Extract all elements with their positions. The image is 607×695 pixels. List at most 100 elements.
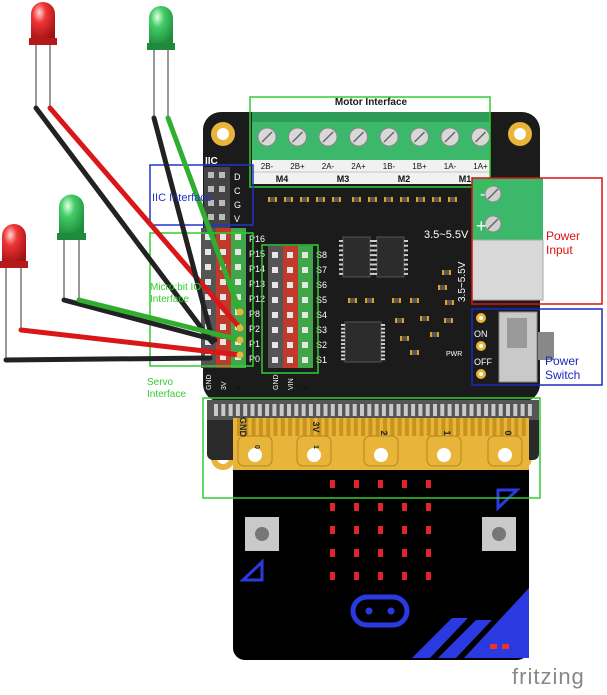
matrix-led bbox=[426, 549, 431, 557]
matrix-led bbox=[330, 549, 335, 557]
motor-interface-box bbox=[249, 96, 491, 188]
io-pin-label: P1 bbox=[249, 339, 260, 349]
io-pin-label: P14 bbox=[249, 264, 265, 274]
servo-header-bottom-label: VIN bbox=[288, 378, 295, 390]
matrix-led bbox=[402, 503, 407, 511]
io-pin bbox=[235, 264, 241, 270]
servo-header-bottom-label: S bbox=[303, 385, 310, 390]
iic-pin bbox=[219, 200, 225, 206]
voltage-label: 3.5~5.5V bbox=[424, 229, 469, 241]
servo-interface-box bbox=[261, 244, 319, 374]
io-pin-label: P0 bbox=[249, 354, 260, 364]
iic-pin bbox=[219, 172, 225, 178]
microbit-button-b[interactable] bbox=[482, 517, 516, 551]
edge-label: 1 bbox=[312, 445, 319, 449]
io-pin bbox=[205, 309, 211, 315]
matrix-led bbox=[426, 480, 431, 488]
servo-pin bbox=[302, 327, 308, 333]
motor-terminal-label: 2A+ bbox=[351, 162, 366, 171]
matrix-led bbox=[426, 526, 431, 534]
matrix-led bbox=[330, 480, 335, 488]
switch-off-label: OFF bbox=[474, 357, 492, 367]
iic-interface-label: IIC Interface bbox=[152, 192, 212, 204]
io-pin bbox=[220, 339, 226, 345]
matrix-led bbox=[402, 480, 407, 488]
io-pin bbox=[220, 324, 226, 330]
motor-group-label: M2 bbox=[398, 174, 411, 184]
servo-pin-label: S3 bbox=[316, 325, 327, 335]
servo-pin-label: S4 bbox=[316, 310, 327, 320]
edge-label: 2 bbox=[379, 430, 389, 435]
io-pin bbox=[205, 339, 211, 345]
matrix-led bbox=[402, 549, 407, 557]
edge-label: 0 bbox=[503, 430, 513, 435]
matrix-led bbox=[426, 572, 431, 580]
motor-terminal-label: 1B- bbox=[383, 162, 396, 171]
power-minus-label: - bbox=[480, 186, 485, 203]
io-pin bbox=[220, 279, 226, 285]
iic-pin bbox=[208, 200, 214, 206]
io-header-bottom-label: P bbox=[236, 385, 243, 390]
pwr-label: PWR bbox=[446, 351, 462, 358]
matrix-led bbox=[402, 526, 407, 534]
iic-pin bbox=[219, 214, 225, 220]
servo-pin-label: S8 bbox=[316, 250, 327, 260]
servo-pin bbox=[272, 282, 278, 288]
servo-pin bbox=[302, 297, 308, 303]
power-switch-box bbox=[471, 308, 603, 386]
iic-pin bbox=[208, 172, 214, 178]
iic-interface-box bbox=[149, 164, 254, 226]
matrix-led bbox=[378, 526, 383, 534]
edge-label: GND bbox=[238, 417, 248, 438]
microbit-corner-stripes bbox=[412, 588, 529, 658]
matrix-led bbox=[378, 503, 383, 511]
servo-pin bbox=[287, 297, 293, 303]
power-plus-label: + bbox=[476, 216, 487, 236]
motor-terminal-label: 2B+ bbox=[290, 162, 305, 171]
servo-header-signal bbox=[298, 246, 313, 368]
io-pin-label: P2 bbox=[249, 324, 260, 334]
triangle-a-icon bbox=[239, 558, 264, 582]
iic-pin bbox=[219, 186, 225, 192]
matrix-led bbox=[330, 503, 335, 511]
matrix-led bbox=[354, 549, 359, 557]
power-switch[interactable] bbox=[476, 311, 554, 383]
io-pin bbox=[205, 249, 211, 255]
motor-group-label: M1 bbox=[459, 174, 472, 184]
io-pin bbox=[235, 294, 241, 300]
power-input-terminal bbox=[471, 178, 544, 301]
servo-pin bbox=[287, 357, 293, 363]
servo-pin bbox=[287, 342, 293, 348]
servo-pin bbox=[302, 357, 308, 363]
io-pin-label: P16 bbox=[249, 234, 265, 244]
servo-pin bbox=[272, 252, 278, 258]
matrix-led bbox=[354, 572, 359, 580]
microbit-logo-icon bbox=[350, 594, 410, 628]
servo-pin bbox=[287, 267, 293, 273]
matrix-led bbox=[330, 572, 335, 580]
motor-interface-label: Motor Interface bbox=[334, 97, 408, 108]
iic-pin-label: D bbox=[234, 172, 241, 182]
servo-pin bbox=[272, 342, 278, 348]
voltage-label-vertical: 3.5~5.5V bbox=[457, 261, 468, 302]
io-pin bbox=[235, 234, 241, 240]
servo-pin-label: S5 bbox=[316, 295, 327, 305]
microbit-button-a[interactable] bbox=[245, 517, 279, 551]
servo-pin-label: S6 bbox=[316, 280, 327, 290]
wires bbox=[3, 105, 243, 363]
io-pin bbox=[205, 294, 211, 300]
motor-driver-chips bbox=[342, 236, 405, 363]
fritzing-watermark: fritzing bbox=[512, 664, 585, 689]
servo-pin-label: S1 bbox=[316, 355, 327, 365]
matrix-led bbox=[354, 480, 359, 488]
edge-label: 3V bbox=[311, 421, 321, 432]
servo-pin bbox=[272, 312, 278, 318]
microbit-corner-leds bbox=[490, 644, 509, 649]
io-pin bbox=[220, 249, 226, 255]
leds bbox=[0, 2, 175, 360]
iic-pin-label: G bbox=[234, 200, 241, 210]
microbit-io-box bbox=[149, 232, 254, 367]
iic-header-label: IIC bbox=[205, 156, 218, 167]
microbit-edge-box bbox=[202, 397, 541, 499]
matrix-led bbox=[330, 526, 335, 534]
